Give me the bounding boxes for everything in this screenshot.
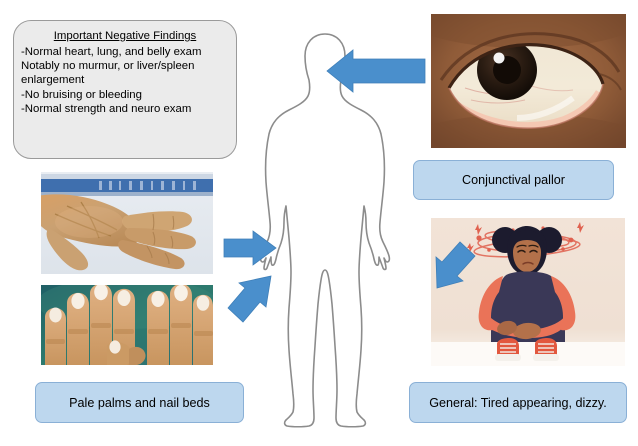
negative-findings-line: -Normal heart, lung, and belly exam <box>21 46 202 58</box>
pale-nail-beds-photo <box>41 285 213 365</box>
caption-general-appearance-label: General: Tired appearing, dizzy. <box>429 395 607 410</box>
caption-conjunctival-pallor-label: Conjunctival pallor <box>462 173 565 187</box>
conjunctival-pallor-photo <box>431 14 626 148</box>
negative-findings-line: enlargement <box>21 74 85 87</box>
negative-findings-panel: Important Negative Findings -Normal hear… <box>13 20 237 159</box>
negative-findings-line: -Normal strength and neuro exam <box>21 102 192 115</box>
negative-findings-line: -No bruising or bleeding <box>21 88 142 101</box>
caption-pale-palms: Pale palms and nail beds <box>35 382 244 423</box>
pale-palm-photo <box>41 172 213 274</box>
caption-pale-palms-label: Pale palms and nail beds <box>69 395 210 410</box>
tired-dizzy-illustration <box>431 218 625 366</box>
negative-findings-line: Notably no murmur, or liver/spleen <box>21 60 195 73</box>
caption-conjunctival-pallor: Conjunctival pallor <box>413 160 614 200</box>
caption-general-appearance: General: Tired appearing, dizzy. <box>409 382 627 423</box>
negative-findings-title: Important Negative Findings <box>53 30 197 42</box>
human-body-silhouette <box>255 30 395 435</box>
